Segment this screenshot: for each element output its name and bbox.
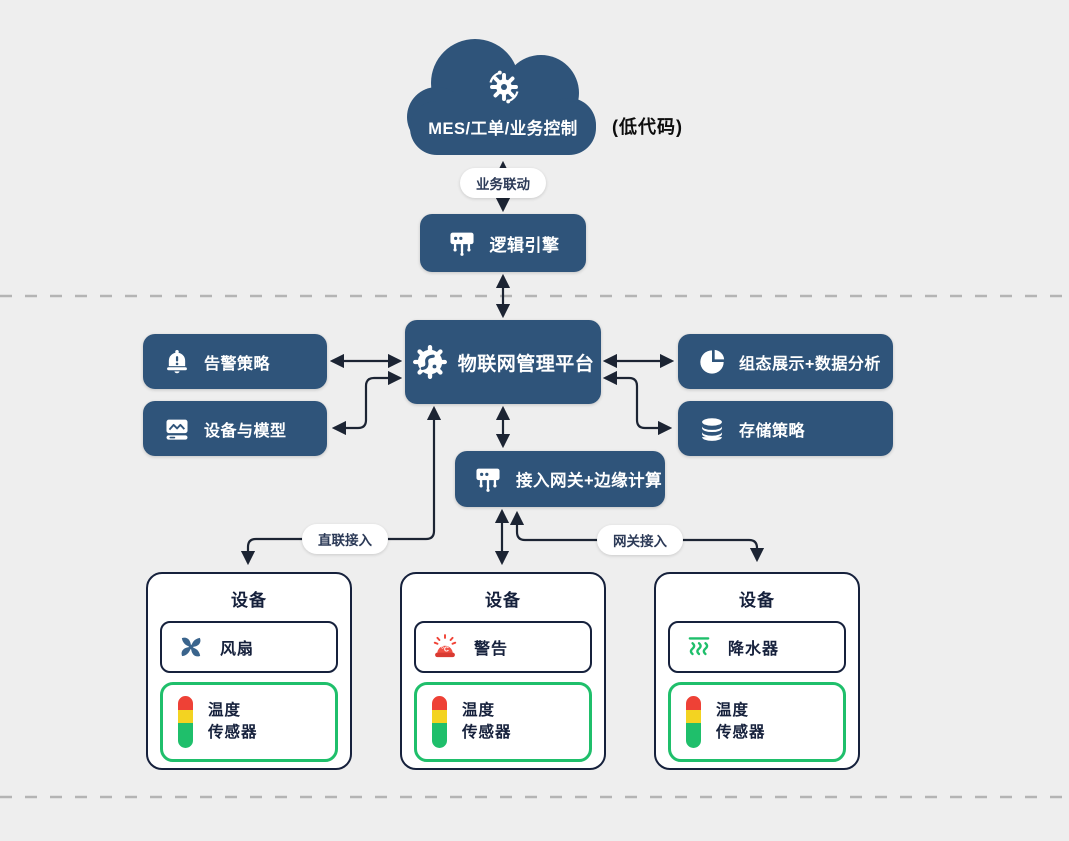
alarm-light-icon: °C — [431, 633, 459, 661]
actuator-slot-alarm: °C 警告 — [414, 621, 592, 673]
sensor-label: 温度 传感器 — [208, 701, 258, 741]
node-iot-platform-label: 物联网管理平台 — [457, 353, 595, 375]
fan-icon — [177, 633, 205, 661]
node-logic-engine: 逻辑引擎 — [420, 214, 586, 272]
cloud-mes: MES/工单/业务控制 — [403, 33, 603, 159]
sensor-label: 温度 传感器 — [716, 701, 766, 741]
sprinkler-icon — [685, 633, 713, 661]
sensor-slot: 温度 传感器 — [668, 682, 846, 762]
node-alert-policy-label: 告警策略 — [204, 355, 271, 373]
actuator-label: 警告 — [474, 641, 509, 658]
device-card-title: 设备 — [485, 591, 521, 610]
iot-chip-icon — [412, 344, 448, 380]
gear-sync-icon — [486, 69, 522, 105]
node-storage-label: 存储策略 — [739, 422, 806, 440]
arrow-platform-devicemodel — [331, 370, 403, 436]
device-card-title: 设备 — [231, 591, 267, 610]
device-card-2: 设备 °C 警告 温度 传感器 — [400, 572, 606, 770]
actuator-slot-fan: 风扇 — [160, 621, 338, 673]
actuator-label: 降水器 — [728, 641, 780, 658]
node-device-model-label: 设备与模型 — [204, 422, 287, 440]
cloud-label: MES/工单/业务控制 — [428, 120, 578, 138]
node-storage: 存储策略 — [678, 401, 893, 456]
node-device-model: 设备与模型 — [143, 401, 327, 456]
node-logic-engine-label: 逻辑引擎 — [489, 235, 560, 255]
node-gateway-label: 接入网关+边缘计算 — [516, 472, 663, 490]
pill-business-link: 业务联动 — [460, 168, 546, 198]
edge-device-icon — [473, 464, 503, 494]
node-alert-policy: 告警策略 — [143, 334, 327, 389]
pill-direct-access: 直联接入 — [302, 524, 388, 554]
device-card-1: 设备 风扇 温度 传感器 — [146, 572, 352, 770]
device-card-title: 设备 — [739, 591, 775, 610]
node-dashboard-label: 组态展示+数据分析 — [739, 355, 881, 373]
temperature-sensor-icon — [686, 696, 701, 748]
device-card-3: 设备 降水器 温度 传感器 — [654, 572, 860, 770]
database-icon — [698, 415, 726, 443]
node-dashboard: 组态展示+数据分析 — [678, 334, 893, 389]
arrow-platform-storage — [602, 370, 673, 436]
device-model-icon — [163, 415, 191, 443]
svg-text:°C: °C — [441, 646, 449, 654]
node-gateway: 接入网关+边缘计算 — [455, 451, 665, 507]
sensor-label: 温度 传感器 — [462, 701, 512, 741]
alarm-bell-icon — [163, 348, 191, 376]
sensor-slot: 温度 传感器 — [160, 682, 338, 762]
actuator-slot-sprinkler: 降水器 — [668, 621, 846, 673]
actuator-label: 风扇 — [220, 641, 255, 658]
edge-device-icon — [447, 228, 477, 258]
cloud-shape — [407, 39, 596, 155]
node-iot-platform: 物联网管理平台 — [405, 320, 601, 404]
temperature-sensor-icon — [178, 696, 193, 748]
sensor-slot: 温度 传感器 — [414, 682, 592, 762]
low-code-note: (低代码) — [612, 117, 683, 137]
pie-chart-icon — [698, 348, 726, 376]
temperature-sensor-icon — [432, 696, 447, 748]
pill-gateway-access: 网关接入 — [597, 525, 683, 555]
